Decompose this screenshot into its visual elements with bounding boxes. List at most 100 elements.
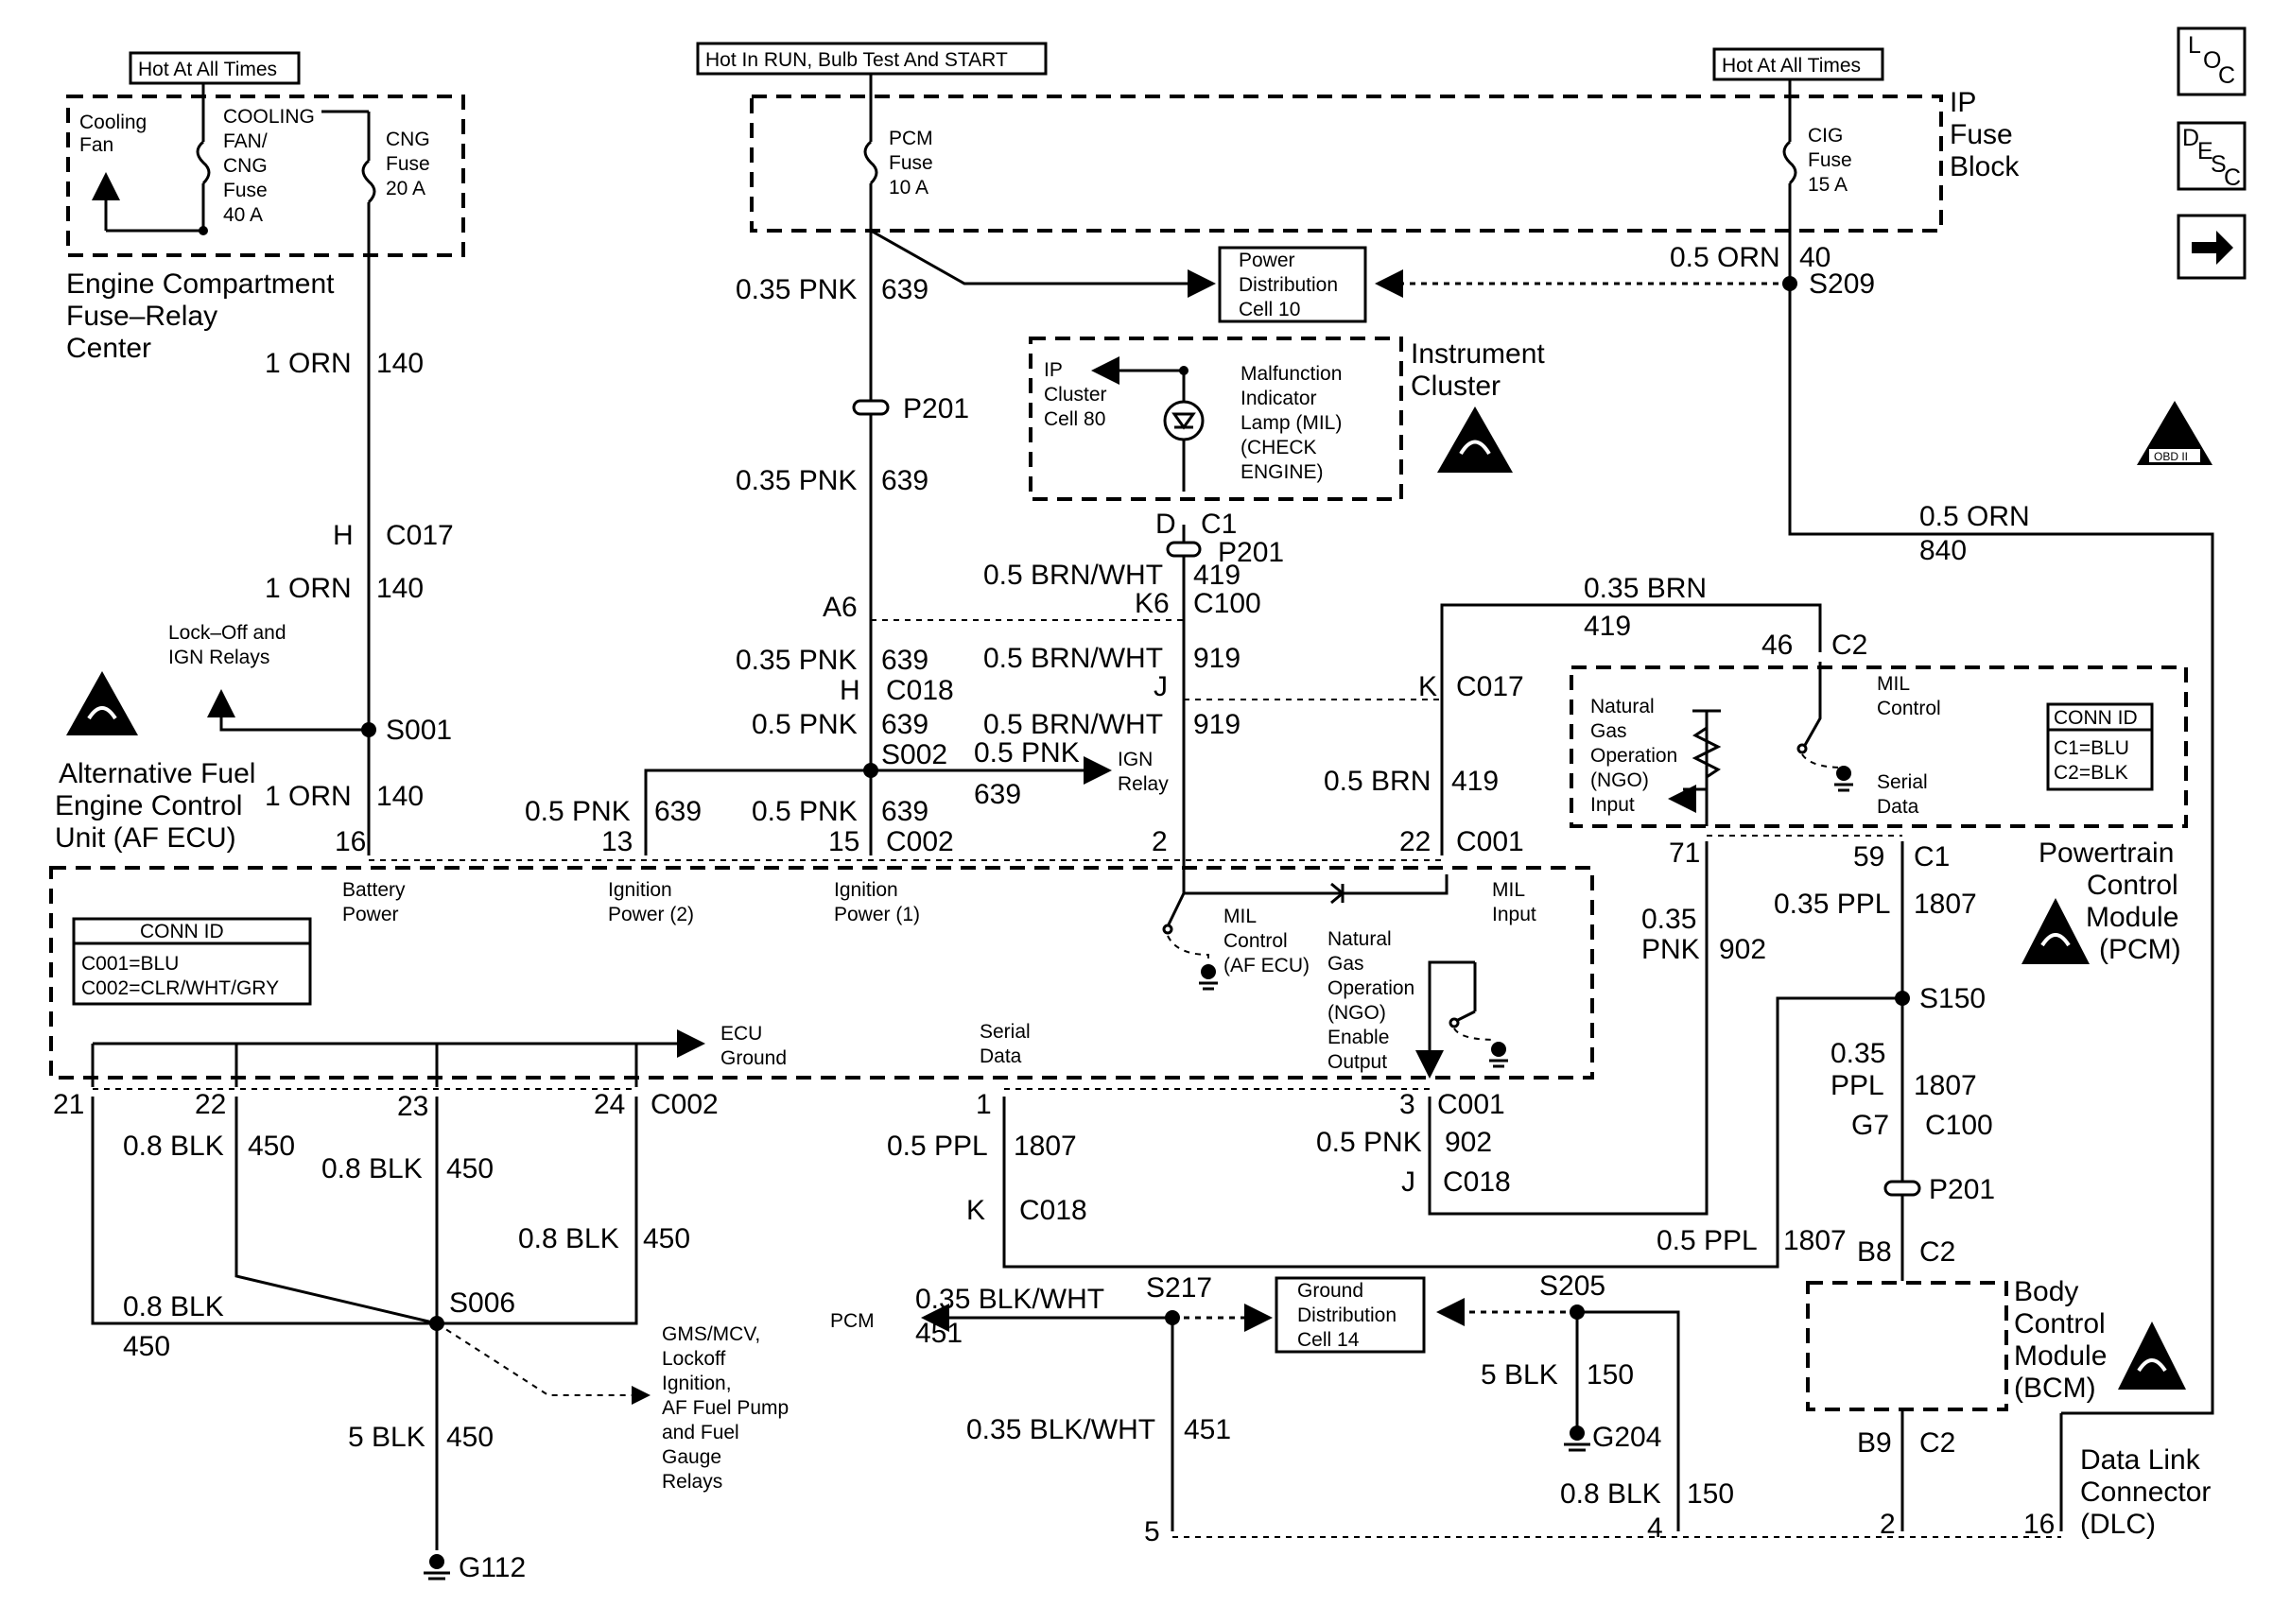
connector-c100-label-b: C100 (1925, 1110, 1993, 1141)
splice-s001: S001 (386, 715, 452, 746)
wire-orn-140-c: 1 ORN (265, 781, 352, 812)
svg-text:Data Link: Data Link (2080, 1444, 2201, 1476)
svg-text:Distribution: Distribution (1297, 1304, 1397, 1326)
svg-text:639: 639 (881, 465, 928, 496)
power-distribution-box[interactable] (1218, 246, 1367, 323)
svg-text:Power (1): Power (1) (834, 904, 920, 925)
svg-text:CNG: CNG (223, 155, 268, 177)
svg-text:140: 140 (376, 781, 424, 812)
svg-text:Block: Block (1950, 151, 2020, 182)
af-ecu-conn-id-c002: C002=CLR/WHT/GRY (81, 977, 279, 999)
svg-text:AF Fuel Pump: AF Fuel Pump (662, 1397, 789, 1419)
svg-text:H: H (840, 675, 860, 706)
svg-text:PPL: PPL (1831, 1070, 1884, 1101)
svg-text:L: L (2188, 32, 2201, 59)
ground-distribution-box[interactable] (1275, 1276, 1426, 1354)
svg-text:Connector: Connector (2080, 1477, 2211, 1508)
svg-text:Control: Control (1877, 698, 1941, 719)
svg-text:71: 71 (1669, 838, 1700, 869)
connector-p201-label-c: P201 (1929, 1174, 1995, 1205)
wire-brn-419-a: 0.35 BRN (1584, 573, 1707, 604)
esd-warning-icon-bcm (2118, 1322, 2186, 1390)
svg-text:24: 24 (594, 1089, 625, 1120)
connector-c100-label: C100 (1193, 588, 1261, 619)
svg-text:IP: IP (1044, 359, 1063, 381)
svg-text:Cell 80: Cell 80 (1044, 408, 1105, 430)
svg-text:4: 4 (1647, 1512, 1663, 1544)
connector-c1-label-b: C1 (1914, 841, 1950, 872)
svg-text:Module: Module (2014, 1340, 2107, 1372)
wire-ppl-1807-a: 0.5 PPL (887, 1131, 988, 1162)
svg-text:Center: Center (66, 333, 151, 364)
svg-text:23: 23 (397, 1091, 428, 1122)
ngo-output-label: Natural Gas Operation (NGO) Enable Outpu… (1327, 928, 1414, 1073)
ground-g204-icon (1564, 1425, 1590, 1452)
svg-text:10 A: 10 A (889, 177, 928, 199)
wire-pnk-639-b: 0.35 PNK (736, 465, 857, 496)
svg-text:639: 639 (881, 645, 928, 676)
connector-p201-label-b: P201 (1218, 537, 1284, 568)
svg-text:Fuse: Fuse (386, 153, 430, 175)
svg-text:40: 40 (1799, 242, 1831, 273)
svg-text:(AF ECU): (AF ECU) (1223, 955, 1310, 976)
svg-text:Fuse: Fuse (223, 180, 268, 201)
svg-text:Fuse: Fuse (889, 152, 933, 174)
svg-text:Relay: Relay (1118, 773, 1169, 795)
wire-orn-40: 0.5 ORN (1670, 242, 1780, 273)
svg-text:919: 919 (1193, 643, 1241, 674)
splice-s205: S205 (1539, 1270, 1605, 1302)
svg-text:Operation: Operation (1590, 745, 1677, 767)
mil-lamp-icon (1163, 400, 1205, 441)
ip-cluster-label: IP Cluster Cell 80 (1044, 359, 1107, 430)
svg-text:150: 150 (1687, 1478, 1734, 1510)
hot-at-all-times-label-right: Hot At All Times (1722, 55, 1861, 77)
splice-s150: S150 (1919, 983, 1986, 1014)
wire-orn-840: 0.5 ORN (1919, 501, 2030, 532)
svg-text:(CHECK: (CHECK (1241, 437, 1317, 458)
svg-text:16: 16 (335, 826, 366, 857)
bcm-box (1806, 1281, 2008, 1411)
connector-c018-label-c: C018 (1443, 1166, 1511, 1198)
svg-text:Fuse–Relay: Fuse–Relay (66, 301, 217, 332)
svg-text:Relays: Relays (662, 1471, 722, 1493)
svg-text:C: C (2224, 164, 2241, 191)
af-ecu-conn-id-title: CONN ID (140, 921, 224, 942)
loc-icon[interactable] (2177, 26, 2247, 96)
svg-text:639: 639 (881, 274, 928, 305)
svg-text:and Fuel: and Fuel (662, 1422, 739, 1443)
wire-brn-wht-919-a: 0.5 BRN/WHT (983, 643, 1163, 674)
wire-ppl-1807-b: 0.5 PPL (1657, 1225, 1758, 1256)
ecu-ground-label: ECU Ground (720, 1023, 787, 1069)
esd-warning-icon-ecu (66, 671, 138, 735)
wire-blk-wht-451-a: 0.35 BLK/WHT (915, 1284, 1104, 1315)
svg-text:902: 902 (1719, 934, 1766, 965)
svg-text:639: 639 (654, 796, 702, 827)
ground-distribution-label: Ground Distribution Cell 14 (1297, 1280, 1397, 1351)
mil-control-pcm-label: MIL Control (1877, 673, 1941, 719)
svg-text:Distribution: Distribution (1239, 274, 1338, 296)
desc-icon[interactable] (2177, 121, 2247, 191)
hot-at-all-times-tag-left (129, 51, 301, 85)
svg-text:Cluster: Cluster (1044, 384, 1107, 406)
wire-pnk-902-a: 0.5 PNK (1316, 1127, 1422, 1158)
svg-text:451: 451 (1184, 1414, 1231, 1445)
svg-text:639: 639 (974, 779, 1021, 810)
svg-text:(PCM): (PCM) (2099, 934, 2181, 965)
af-ecu-title: Alternative Fuel Engine Control Unit (AF… (55, 758, 255, 854)
svg-text:46: 46 (1761, 630, 1793, 661)
svg-text:Lock–Off and: Lock–Off and (168, 622, 286, 644)
serial-data-label-ecu: Serial Data (980, 1021, 1031, 1067)
svg-text:450: 450 (248, 1131, 295, 1162)
svg-text:Power (2): Power (2) (608, 904, 694, 925)
svg-text:S: S (2211, 151, 2227, 178)
hot-at-all-times-label-left: Hot At All Times (138, 59, 277, 80)
svg-text:40 A: 40 A (223, 204, 263, 226)
svg-text:(NGO): (NGO) (1327, 1002, 1386, 1024)
pcm-ref: PCM (830, 1310, 875, 1332)
svg-text:Control: Control (2014, 1308, 2106, 1339)
svg-text:ECU: ECU (720, 1023, 762, 1045)
connector-c2-label-a: C2 (1831, 630, 1867, 661)
svg-text:Battery: Battery (342, 879, 406, 901)
connector-p201-label-a: P201 (903, 393, 969, 424)
wire-blk-450-d: 0.8 BLK (123, 1291, 224, 1322)
